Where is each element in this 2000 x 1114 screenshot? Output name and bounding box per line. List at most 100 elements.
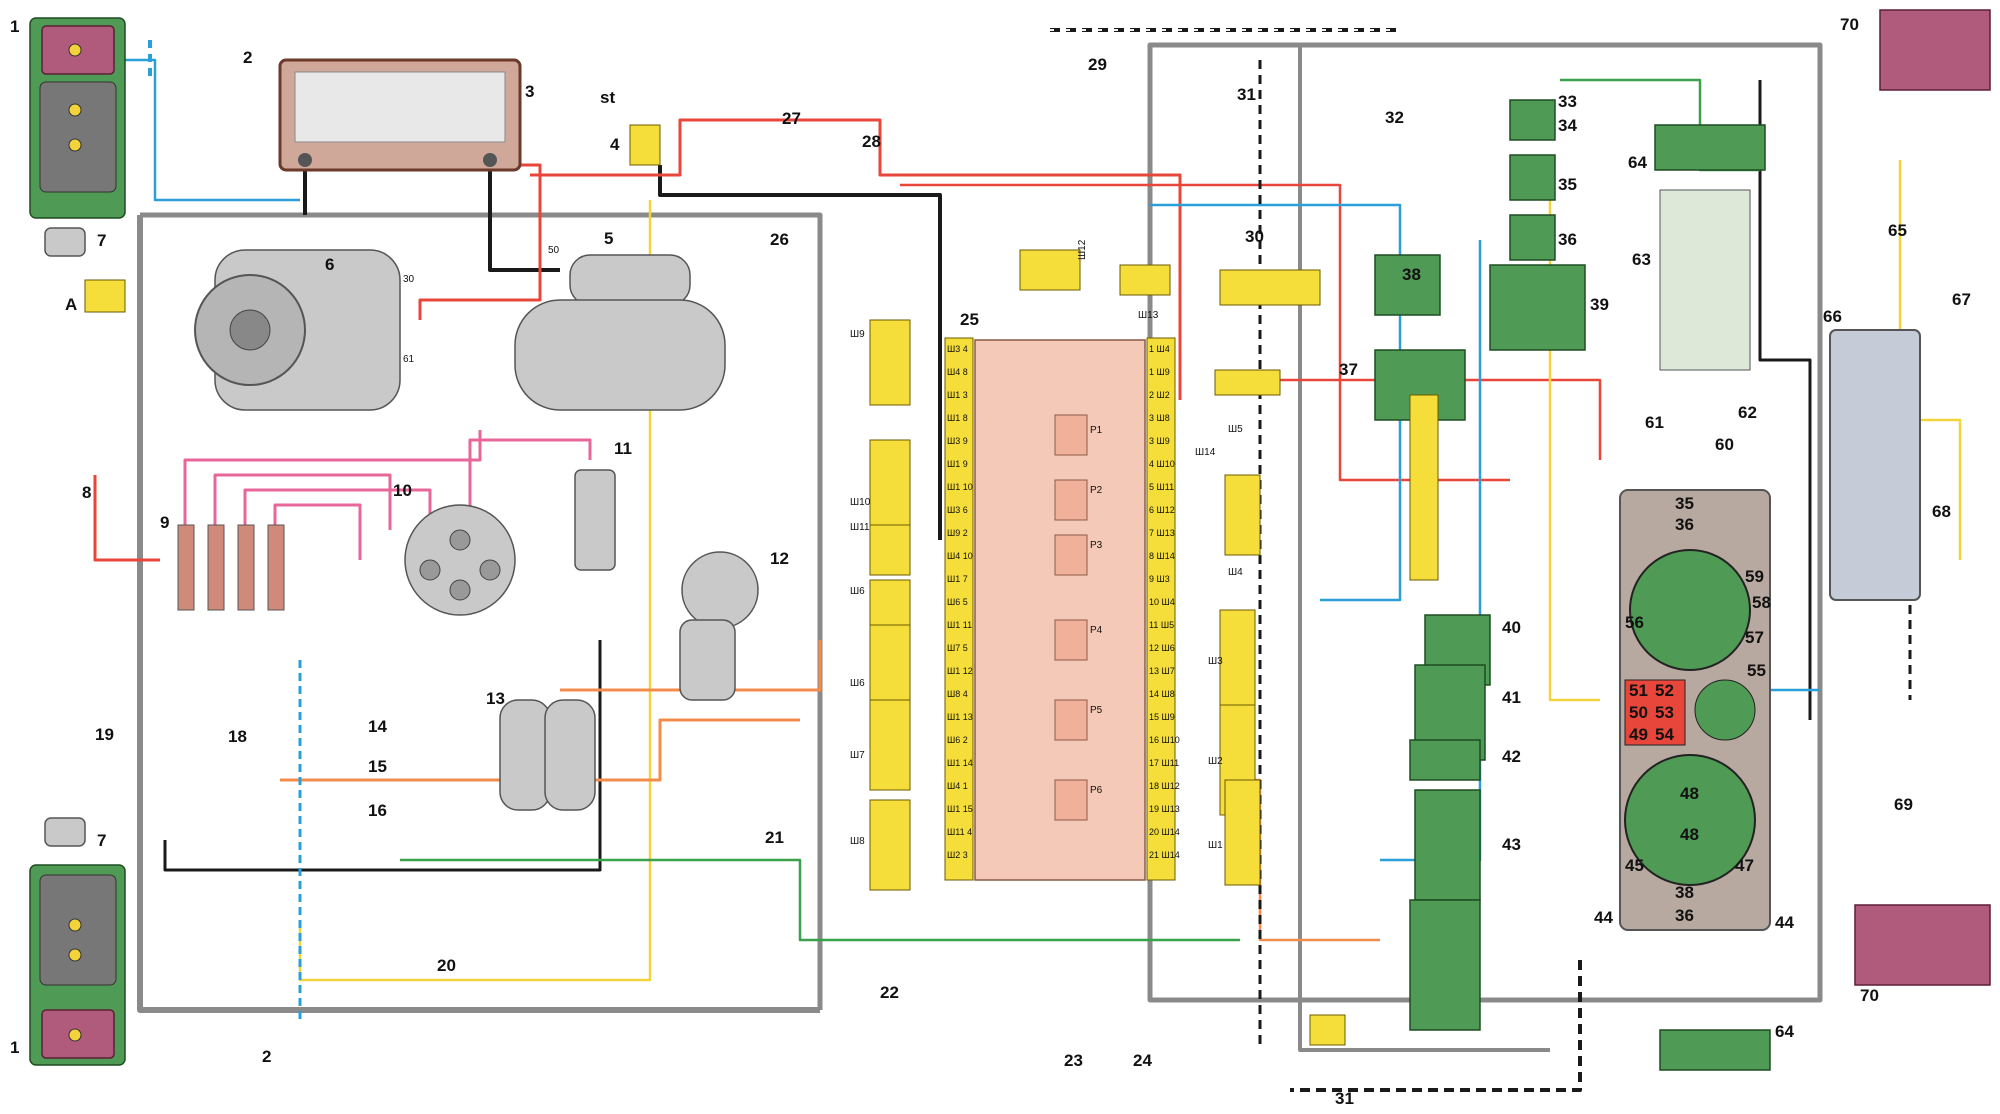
connector-sh3: Ш3 bbox=[1208, 656, 1223, 667]
horn-pair bbox=[499, 699, 596, 811]
relay-p4: Р4 bbox=[1090, 625, 1103, 636]
label-31a: 31 bbox=[1237, 85, 1256, 104]
fuse-right-pin-label: 15 Ш9 bbox=[1149, 712, 1175, 722]
label-1a: 1 bbox=[10, 17, 19, 36]
fuse-left-pin-label: Ш1 8 bbox=[947, 413, 968, 423]
fuse-right-pin-label: 8 Ш14 bbox=[1149, 551, 1175, 561]
label-34: 34 bbox=[1558, 116, 1577, 135]
fuse-left-pin-label: Ш9 2 bbox=[947, 528, 968, 538]
label-40: 40 bbox=[1502, 618, 1521, 637]
fuse-left-pin-label: Ш4 10 bbox=[947, 551, 973, 561]
label-25: 25 bbox=[960, 310, 979, 329]
headlamp-unit-top bbox=[29, 17, 126, 257]
fuse-right-pin-label: 16 Ш10 bbox=[1149, 735, 1180, 745]
label-36c: 36 bbox=[1675, 515, 1694, 534]
label-starter-50: 50 bbox=[548, 245, 560, 256]
label-61: 61 bbox=[1645, 413, 1664, 432]
connector-sh2: Ш2 bbox=[1208, 756, 1223, 767]
fuse-right-pin-label: 1 Ш4 bbox=[1149, 344, 1170, 354]
label-14: 14 bbox=[368, 717, 387, 736]
connector-sh7: Ш7 bbox=[850, 750, 865, 761]
label-60: 60 bbox=[1715, 435, 1734, 454]
label-28: 28 bbox=[862, 132, 881, 151]
connector-sh5: Ш5 bbox=[1228, 424, 1243, 435]
label-27: 27 bbox=[782, 109, 801, 128]
label-51: 51 bbox=[1629, 681, 1648, 700]
fuse-right-pin-label: 17 Ш11 bbox=[1149, 758, 1179, 768]
connector-sh11: Ш11 bbox=[850, 522, 870, 533]
label-33: 33 bbox=[1558, 92, 1577, 111]
label-39: 39 bbox=[1590, 295, 1609, 314]
label-47: 47 bbox=[1735, 856, 1754, 875]
label-a: A bbox=[65, 295, 77, 314]
label-38b: 38 bbox=[1675, 883, 1694, 902]
fuse-left-pin-label: Ш3 9 bbox=[947, 436, 968, 446]
fuse-left-pin-label: Ш1 14 bbox=[947, 758, 973, 768]
fuse-left-pin-label: Ш1 10 bbox=[947, 482, 973, 492]
label-54: 54 bbox=[1655, 725, 1674, 744]
fuse-left-pin-label: Ш7 5 bbox=[947, 643, 968, 653]
label-11: 11 bbox=[614, 439, 632, 458]
label-36b: 36 bbox=[1675, 906, 1694, 925]
connector-sh12: Ш12 bbox=[1077, 239, 1088, 260]
fuse-right-pin-label: 21 Ш14 bbox=[1149, 850, 1180, 860]
label-42: 42 bbox=[1502, 747, 1521, 766]
fuse-left-pin-label: Ш6 2 bbox=[947, 735, 968, 745]
fuse-left-pin-label: Ш1 7 bbox=[947, 574, 968, 584]
label-21: 21 bbox=[765, 828, 784, 847]
label-5: 5 bbox=[604, 229, 613, 248]
label-49: 49 bbox=[1629, 725, 1648, 744]
label-66: 66 bbox=[1823, 307, 1842, 326]
battery bbox=[278, 58, 522, 172]
relay-p6: Р6 bbox=[1090, 785, 1103, 796]
connector-sh9: Ш9 bbox=[850, 329, 865, 340]
fuse-right-pin-label: 13 Ш7 bbox=[1149, 666, 1175, 676]
label-63: 63 bbox=[1632, 250, 1651, 269]
label-44a: 44 bbox=[1594, 908, 1613, 927]
label-29: 29 bbox=[1088, 55, 1107, 74]
label-64b: 64 bbox=[1775, 1022, 1794, 1041]
label-13: 13 bbox=[486, 689, 505, 708]
relay-p1: Р1 bbox=[1090, 425, 1103, 436]
label-70a: 70 bbox=[1840, 15, 1859, 34]
label-41: 41 bbox=[1502, 688, 1521, 707]
fuse-left-pin-label: Ш4 8 bbox=[947, 367, 968, 377]
label-st: st bbox=[600, 88, 615, 107]
fuse-left-pin-label: Ш3 6 bbox=[947, 505, 968, 515]
starter-motor bbox=[514, 254, 726, 411]
label-gen-30: 30 bbox=[403, 274, 415, 285]
harness-connectors bbox=[84, 124, 1439, 1046]
label-65: 65 bbox=[1888, 221, 1907, 240]
label-12: 12 bbox=[770, 549, 789, 568]
label-6: 6 bbox=[325, 255, 334, 274]
connector-sh4: Ш4 bbox=[1228, 567, 1243, 578]
label-35b: 35 bbox=[1675, 494, 1694, 513]
label-55: 55 bbox=[1747, 661, 1766, 680]
label-37: 37 bbox=[1339, 360, 1358, 379]
generator bbox=[194, 249, 401, 411]
label-10: 10 bbox=[393, 481, 412, 500]
distributor bbox=[404, 504, 516, 616]
label-2a: 2 bbox=[243, 48, 252, 67]
label-58: 58 bbox=[1752, 593, 1771, 612]
label-23: 23 bbox=[1064, 1051, 1083, 1070]
fuse-right-pin-label: 9 Ш3 bbox=[1149, 574, 1170, 584]
fuse-right-pin-label: 4 Ш10 bbox=[1149, 459, 1175, 469]
label-gen-61: 61 bbox=[403, 354, 415, 365]
fuse-right-pin-label: 11 Ш5 bbox=[1149, 620, 1174, 630]
fuse-right-pin-label: 7 Ш13 bbox=[1149, 528, 1175, 538]
label-7b: 7 bbox=[97, 831, 106, 850]
instrument-cluster bbox=[1619, 489, 1771, 931]
relay-p2: Р2 bbox=[1090, 485, 1103, 496]
label-2b: 2 bbox=[262, 1047, 271, 1066]
ignition-coil bbox=[574, 469, 616, 571]
fuse-left-pin-label: Ш6 5 bbox=[947, 597, 968, 607]
label-31b: 31 bbox=[1335, 1089, 1354, 1108]
fuse-right-pin-label: 3 Ш9 bbox=[1149, 436, 1170, 446]
label-18: 18 bbox=[228, 727, 247, 746]
fuse-right-pin-label: 1 Ш9 bbox=[1149, 367, 1170, 377]
fuse-right-pin-label: 20 Ш14 bbox=[1149, 827, 1180, 837]
fuse-left-pin-label: Ш1 9 bbox=[947, 459, 968, 469]
label-19: 19 bbox=[95, 725, 114, 744]
